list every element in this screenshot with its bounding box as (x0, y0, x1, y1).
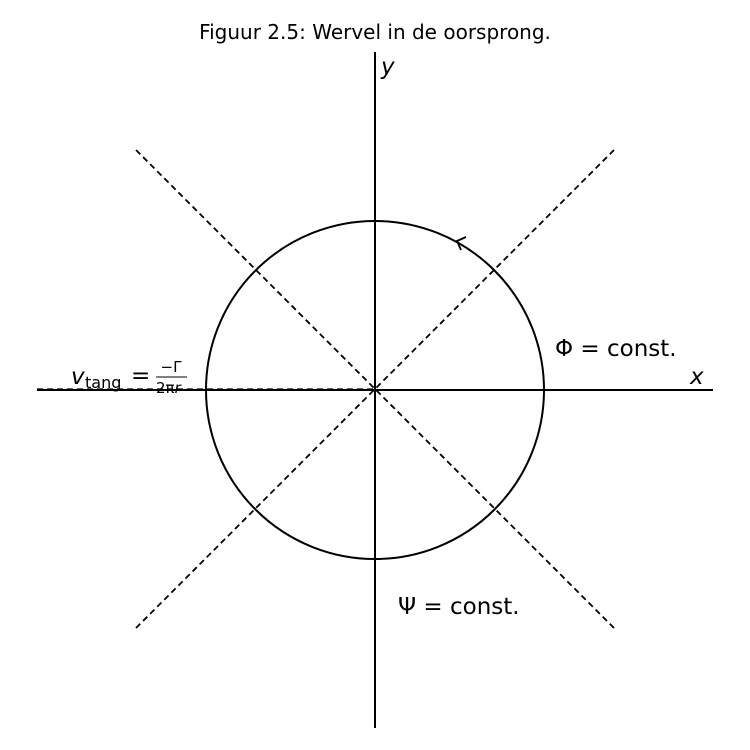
potential-line-diagonal-falling (135, 149, 615, 629)
psi-const-label: Ψ = const. (398, 594, 520, 620)
streamline-circle (205, 220, 545, 560)
velocity-symbol: v (71, 364, 85, 390)
potential-line-diagonal-rising (135, 149, 615, 629)
fraction-denominator-prefix: 2π (156, 379, 175, 397)
fraction-denominator-var: r (175, 379, 182, 397)
x-axis-label: x (689, 364, 704, 390)
fraction-denominator: 2πr (156, 379, 182, 397)
fraction-numerator: −Γ (161, 358, 183, 376)
velocity-subscript: tang (85, 373, 121, 392)
phi-const-label: Φ = const. (555, 336, 677, 362)
figure-caption: Figuur 2.5: Wervel in de oorsprong. (199, 20, 551, 44)
rotation-arrow-icon (455, 236, 467, 251)
y-axis-label: y (380, 54, 395, 80)
velocity-equals: = (131, 363, 150, 389)
tangential-velocity-formula: v tang = −Γ 2πr (71, 358, 187, 397)
